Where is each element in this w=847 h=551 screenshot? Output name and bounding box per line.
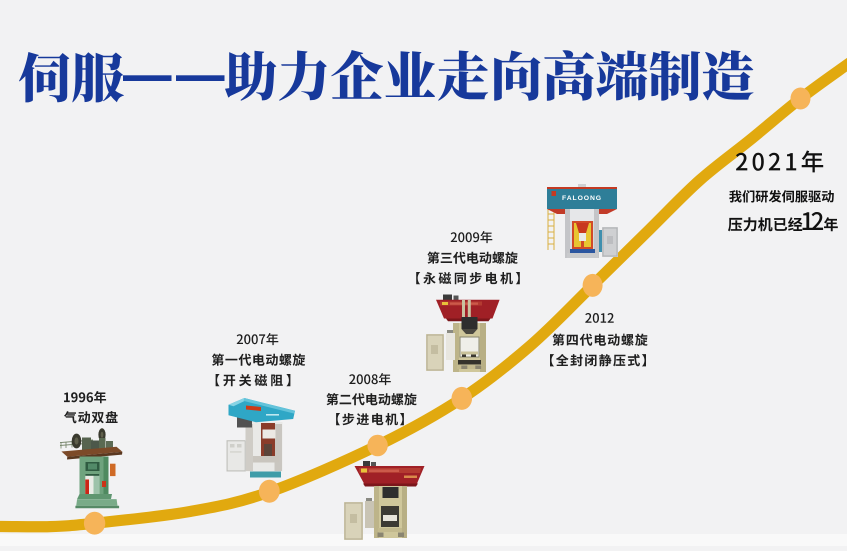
svg-text:FALOONG: FALOONG [562,195,602,202]
